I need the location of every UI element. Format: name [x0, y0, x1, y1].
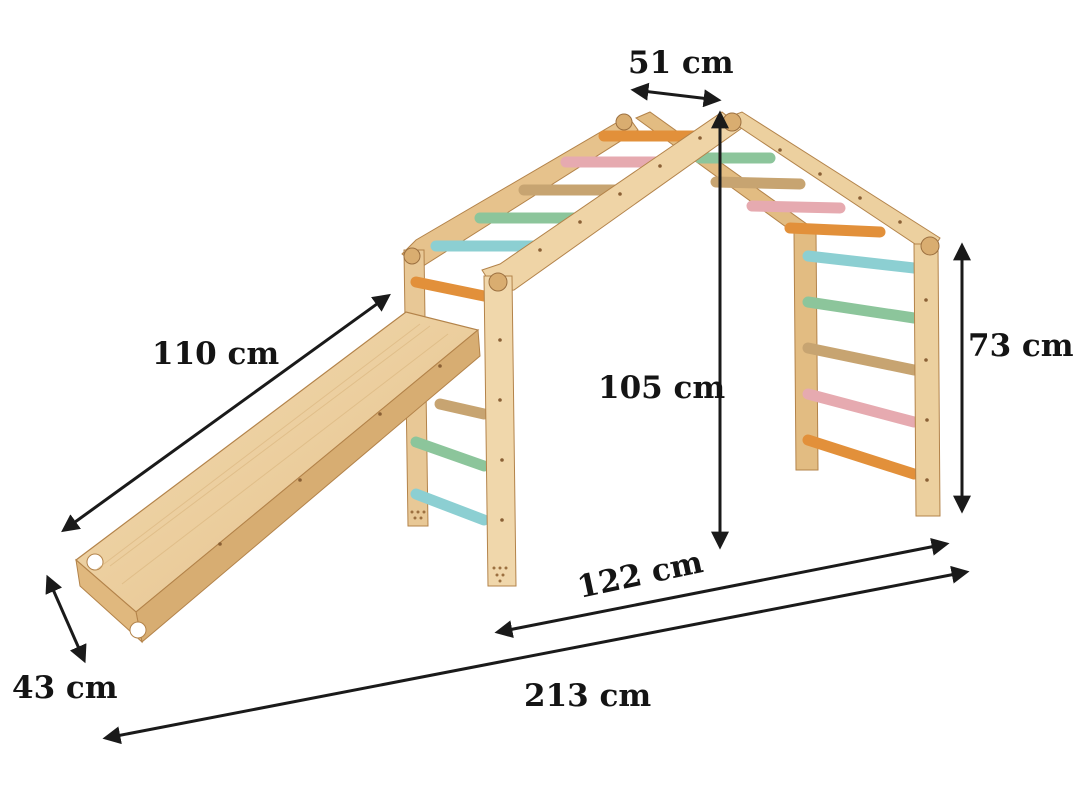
- back-left-foot-holes-icon: [410, 510, 426, 520]
- front-right-leg: [913, 243, 941, 517]
- rung: [410, 488, 490, 526]
- rail-screw-holes: [498, 136, 929, 522]
- slide-width-arrow: [45, 574, 87, 664]
- front-right-bolt: [920, 236, 940, 256]
- right-ladder-rungs: [802, 250, 920, 480]
- slide-length-label: 110 cm: [152, 336, 279, 372]
- side-height-label: 73 cm: [968, 328, 1074, 364]
- rung: [784, 222, 886, 238]
- front-left-bolt: [488, 272, 508, 292]
- rung: [746, 200, 846, 214]
- rung: [434, 398, 490, 420]
- total-length-arrow: [102, 565, 970, 745]
- rung: [802, 296, 920, 324]
- back-apex-bolt: [615, 113, 633, 131]
- slide-notch: [129, 621, 147, 639]
- rung: [710, 176, 806, 190]
- front-frame: [481, 111, 941, 587]
- front-apex-bolt: [722, 112, 742, 132]
- rung: [802, 388, 920, 428]
- front-left-leg: [483, 275, 517, 587]
- rung: [410, 436, 490, 472]
- dimension-arrows: [45, 82, 971, 745]
- left-ladder-rungs: [410, 276, 490, 526]
- total-length-label: 213 cm: [524, 678, 651, 714]
- height-total-label: 105 cm: [598, 370, 725, 406]
- slide-length-arrow: [61, 293, 391, 533]
- top-width-arrow: [630, 82, 722, 108]
- slide-width-label: 43 cm: [12, 670, 118, 706]
- back-left-bolt: [403, 247, 421, 265]
- rung: [802, 434, 920, 480]
- rung: [802, 342, 920, 376]
- rung: [802, 250, 920, 274]
- rung: [410, 276, 490, 302]
- slide-notch: [86, 553, 104, 571]
- top-width-label: 51 cm: [628, 45, 734, 81]
- frame-length-label: 122 cm: [574, 544, 706, 606]
